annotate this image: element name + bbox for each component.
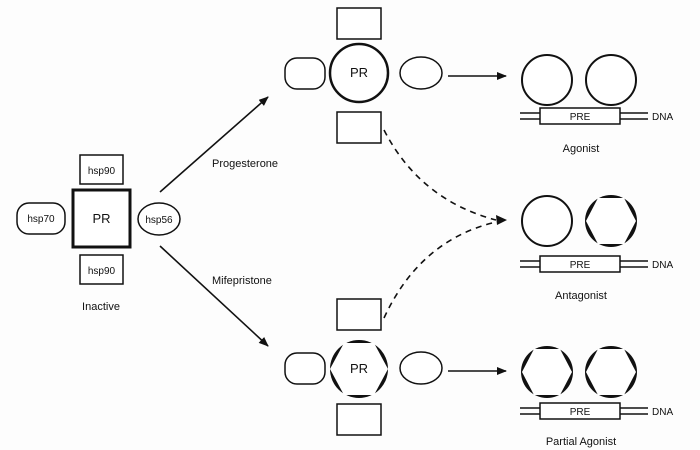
pr-antagonist-hexagon bbox=[330, 343, 388, 395]
pr-agonist-label: PR bbox=[350, 65, 368, 80]
agonist-pre-box bbox=[539, 107, 621, 125]
hsp56-label: hsp56 bbox=[145, 215, 173, 226]
dashed-path-lower bbox=[383, 221, 497, 319]
top-complex-upper-box bbox=[336, 7, 382, 40]
pr-inactive-label: PR bbox=[92, 211, 110, 226]
partial-receptor-right-hexagon bbox=[586, 349, 636, 395]
antagonist-caption: Antagonist bbox=[555, 290, 607, 302]
partial-pre-label: PRE bbox=[570, 407, 591, 418]
partial-agonist-outcome: PRE DNA Partial Agonist bbox=[520, 346, 673, 448]
agonist-pre-label: PRE bbox=[570, 112, 591, 123]
agonist-caption: Agonist bbox=[563, 143, 600, 155]
pr-antagonist-label: PR bbox=[350, 361, 368, 376]
hsp90-top-box bbox=[79, 154, 124, 185]
bottom-complex-left-box bbox=[284, 352, 326, 385]
agonist-dna-label: DNA bbox=[652, 112, 673, 123]
partial-dna-label: DNA bbox=[652, 407, 673, 418]
progesterone-arrow bbox=[159, 96, 269, 193]
progesterone-label: Progesterone bbox=[212, 158, 278, 170]
top-complex-right-ellipse bbox=[399, 56, 443, 90]
dashed-path-upper bbox=[383, 129, 497, 221]
antagonist-receptor-left bbox=[521, 195, 573, 247]
partial-pre-box bbox=[539, 402, 621, 420]
bottom-complex-upper-box bbox=[336, 298, 382, 331]
partial-receptor-left-hexagon bbox=[522, 349, 572, 395]
antagonist-pre-box bbox=[539, 255, 621, 273]
agonist-receptor-right bbox=[585, 54, 637, 106]
hsp90-top-label: hsp90 bbox=[88, 166, 116, 177]
hsp56-ellipse bbox=[137, 202, 181, 236]
hsp70-box bbox=[16, 202, 66, 235]
top-complex-left-box bbox=[284, 57, 326, 90]
bottom-complex-right-ellipse bbox=[399, 351, 443, 385]
bottom-complex-lower-box bbox=[336, 403, 382, 436]
agonist-outcome: PRE DNA Agonist bbox=[520, 54, 673, 155]
agonist-receptor-left bbox=[521, 54, 573, 106]
hsp90-bottom-label: hsp90 bbox=[88, 266, 116, 277]
progesterone-bound-complex: PR bbox=[284, 7, 443, 144]
hsp70-label: hsp70 bbox=[27, 214, 55, 225]
antagonist-outcome: PRE DNA Antagonist bbox=[520, 195, 673, 302]
antagonist-dna-label: DNA bbox=[652, 260, 673, 271]
pr-inactive-box bbox=[71, 188, 132, 249]
dashed-arrowhead bbox=[496, 215, 507, 225]
antagonist-receptor-right-hexagon bbox=[586, 198, 636, 244]
partial-agonist-caption: Partial Agonist bbox=[546, 436, 616, 448]
hsp90-bottom-box bbox=[79, 254, 124, 285]
top-complex-lower-box bbox=[336, 111, 382, 144]
mifepristone-bound-complex: PR bbox=[284, 298, 443, 436]
antagonist-pre-label: PRE bbox=[570, 260, 591, 271]
mifepristone-label: Mifepristone bbox=[212, 275, 272, 287]
inactive-complex: hsp90 PR hsp90 hsp70 hsp56 Inactive bbox=[16, 154, 181, 313]
pr-agonist-circle bbox=[328, 42, 390, 104]
inactive-caption: Inactive bbox=[82, 301, 120, 313]
mifepristone-arrow bbox=[159, 245, 269, 347]
